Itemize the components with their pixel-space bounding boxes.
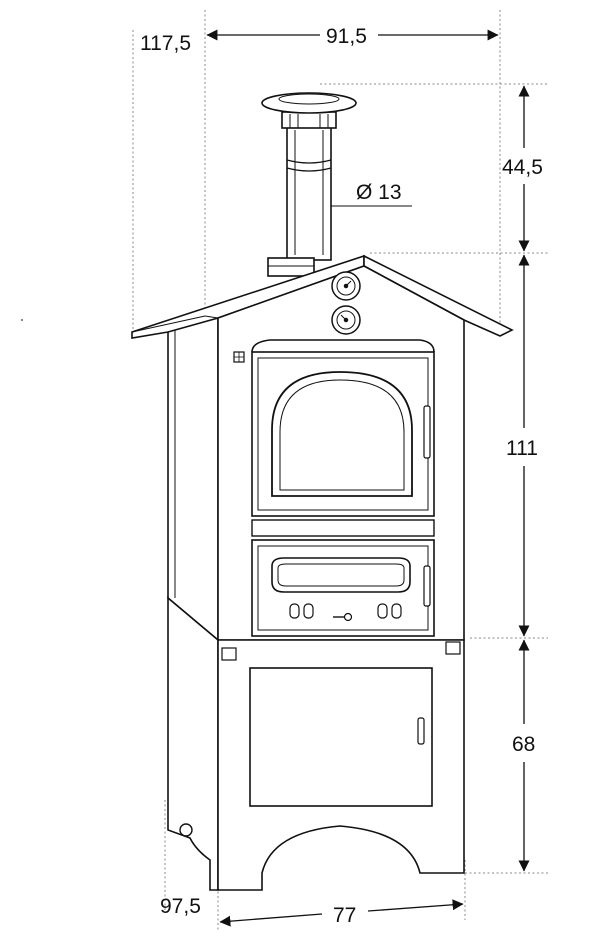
oven-side — [167, 316, 219, 642]
dimension-arrows — [206, 29, 530, 927]
base-side — [167, 596, 219, 891]
thermometer-bottom-icon — [331, 305, 361, 335]
base-stand — [167, 596, 465, 891]
drawer-handle-icon — [423, 565, 431, 607]
warming-drawer — [251, 539, 435, 637]
main-door-handle-icon — [423, 405, 431, 459]
caster-wheel-icon — [179, 823, 193, 837]
vent-knob-right-a-icon — [377, 603, 388, 619]
vent-knob-right-b-icon — [391, 603, 402, 619]
thermometer-gauges — [331, 271, 361, 335]
label-roof-width: 91,5 — [326, 25, 367, 48]
roof — [131, 254, 514, 339]
chimney — [261, 92, 357, 277]
label-oven-height: 111 — [506, 437, 538, 460]
damper-knob-icon — [343, 612, 353, 622]
label-total-depth: 117,5 — [140, 32, 191, 55]
chimney-base — [267, 257, 315, 277]
oven-main-door — [251, 339, 435, 517]
door-separator — [251, 519, 435, 537]
label-chimney-diameter: Ø 13 — [356, 181, 402, 204]
thermometer-top-icon — [331, 271, 361, 301]
extension-lines — [132, 10, 548, 930]
cabinet-handle-icon — [417, 717, 425, 745]
dimension-labels: 117,5 91,5 44,5 Ø 13 111 68 97,5 77 — [140, 25, 543, 927]
stray-mark — [21, 319, 23, 321]
vent-knob-left-a-icon — [289, 603, 300, 619]
base-cabinet-door — [249, 667, 433, 807]
label-stand-height: 68 — [512, 733, 535, 756]
label-chimney-height: 44,5 — [502, 156, 543, 179]
label-base-width: 77 — [333, 904, 356, 927]
label-base-depth: 97,5 — [160, 895, 201, 918]
roof-right — [363, 254, 514, 337]
vent-knob-left-b-icon — [303, 603, 314, 619]
chimney-pipe — [286, 119, 332, 261]
